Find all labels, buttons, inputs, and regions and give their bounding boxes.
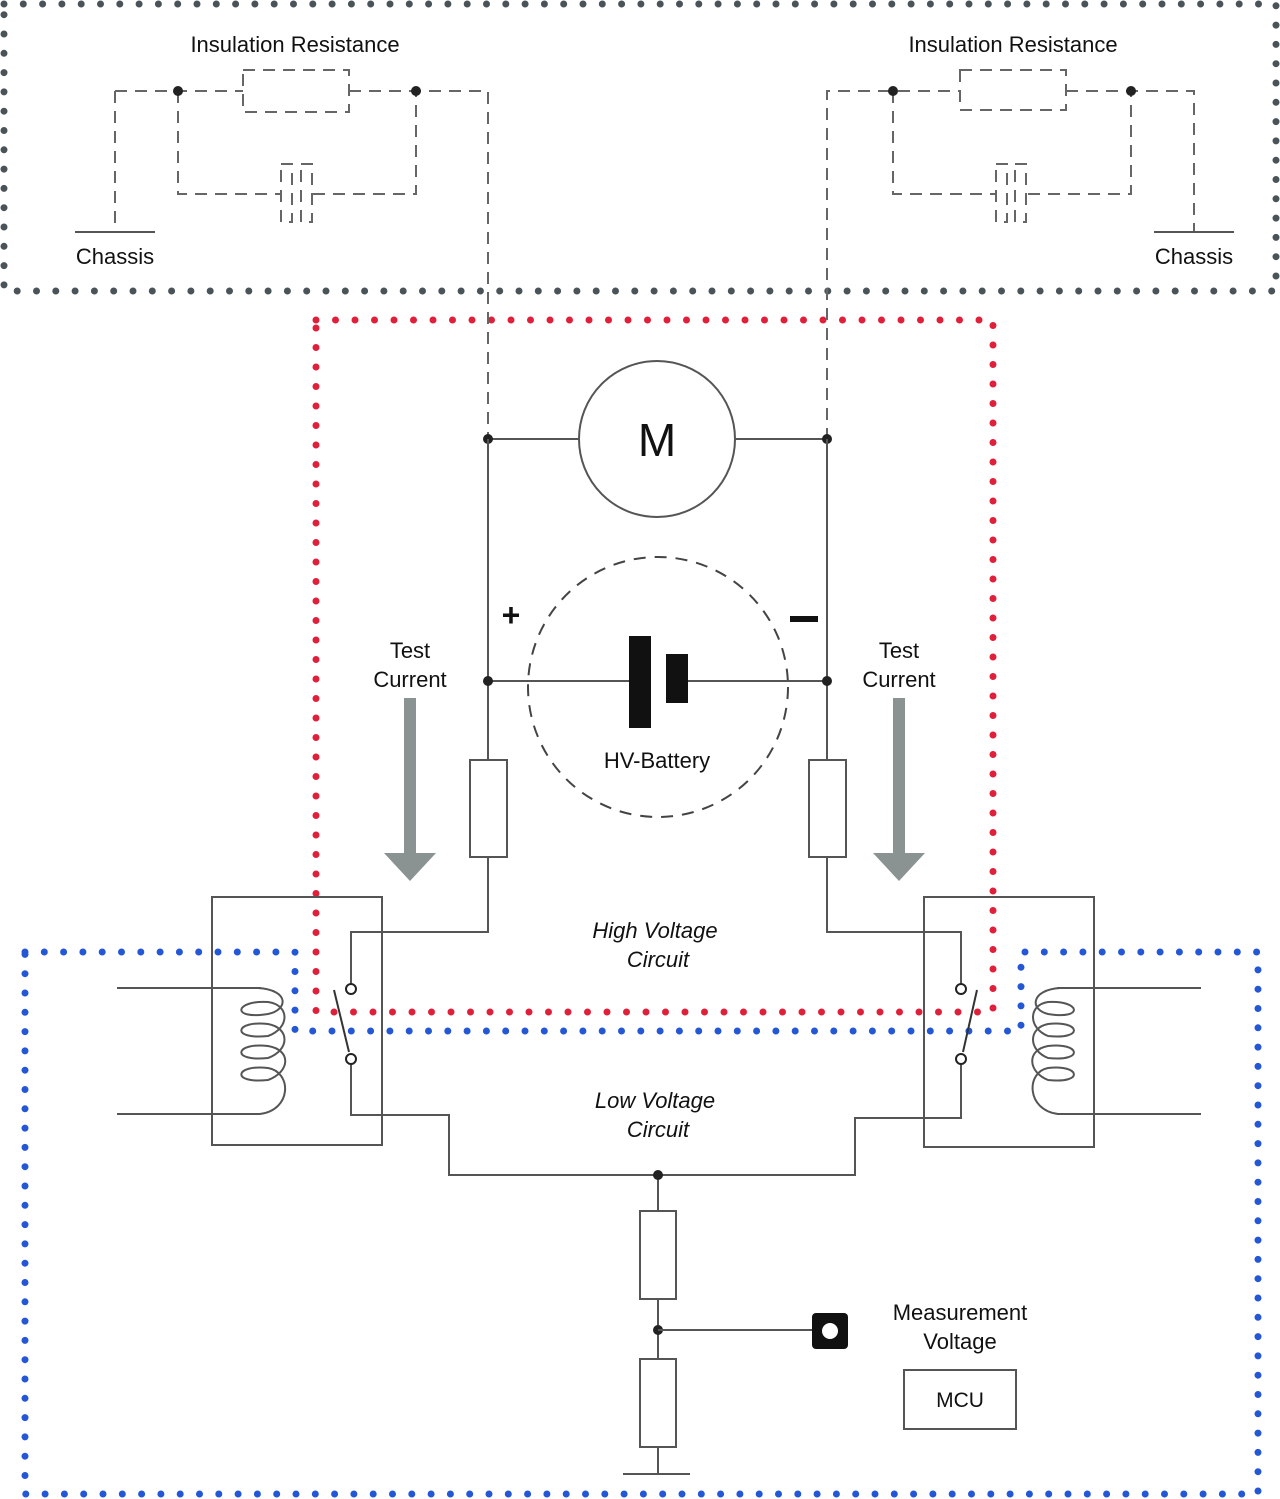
motor-symbol-circle: [578, 360, 736, 518]
high-voltage-region-boundary: [312, 316, 997, 1016]
test-current-right: Test Current: [862, 638, 936, 881]
battery-minus-sign: [790, 616, 818, 622]
high-voltage-label-line1: High Voltage: [592, 918, 717, 943]
relay-left-switch: [333, 989, 350, 1053]
mcu-label: MCU: [936, 1389, 984, 1412]
relay-right-housing: [923, 896, 1095, 1148]
arrow-down-icon: [873, 698, 925, 881]
battery-label: HV-Battery: [604, 748, 710, 773]
insulation-resistor-left: [242, 69, 350, 113]
insulation-resistor-right: [959, 69, 1067, 111]
test-current-left-line1: Test: [390, 638, 430, 663]
measurement-label-line1: Measurement: [893, 1300, 1028, 1325]
insulation-title-right: Insulation Resistance: [908, 32, 1117, 57]
chassis-label-right: Chassis: [1155, 244, 1233, 269]
insulation-resistance-left: Insulation Resistance Chassis: [75, 32, 489, 440]
insulation-resistance-right: Insulation Resistance Chassis: [826, 32, 1234, 440]
relay-left: [117, 857, 962, 1176]
relay-left-coil: [240, 987, 287, 1115]
hv-resistor-left: [469, 759, 508, 858]
capacitance-right: [995, 163, 1027, 223]
test-current-left: Test Current: [373, 638, 447, 881]
motor: M: [483, 360, 832, 518]
battery-negative-plate: [666, 654, 688, 703]
relay-left-housing: [211, 896, 383, 1146]
relay-right: [826, 857, 1201, 1148]
relay-right-switch: [962, 989, 978, 1053]
capacitance-left: [280, 163, 313, 223]
battery-plus-sign: +: [502, 597, 521, 633]
battery-boundary-circle: [527, 556, 789, 818]
low-voltage-label-line2: Circuit: [627, 1117, 690, 1142]
relay-right-coil: [1031, 987, 1075, 1115]
divider-resistor-upper: [639, 1210, 677, 1300]
hv-battery: HV-Battery +: [483, 556, 832, 818]
test-current-right-line2: Current: [862, 667, 935, 692]
hv-rails: [487, 439, 828, 760]
test-current-right-line1: Test: [879, 638, 919, 663]
measurement-label-line2: Voltage: [923, 1329, 996, 1354]
low-voltage-label-line1: Low Voltage: [595, 1088, 715, 1113]
hv-resistor-right: [808, 759, 847, 858]
chassis-label-left: Chassis: [76, 244, 154, 269]
battery-positive-plate: [629, 636, 651, 728]
test-current-left-line2: Current: [373, 667, 446, 692]
insulation-title-left: Insulation Resistance: [190, 32, 399, 57]
divider-resistor-lower: [639, 1358, 677, 1448]
mcu-block: MCU: [903, 1369, 1017, 1430]
arrow-down-icon: [384, 698, 436, 881]
voltage-divider: [623, 1170, 848, 1475]
insulation-region-boundary: [0, 0, 1280, 295]
high-voltage-label-line2: Circuit: [627, 947, 690, 972]
motor-label: M: [638, 414, 676, 466]
